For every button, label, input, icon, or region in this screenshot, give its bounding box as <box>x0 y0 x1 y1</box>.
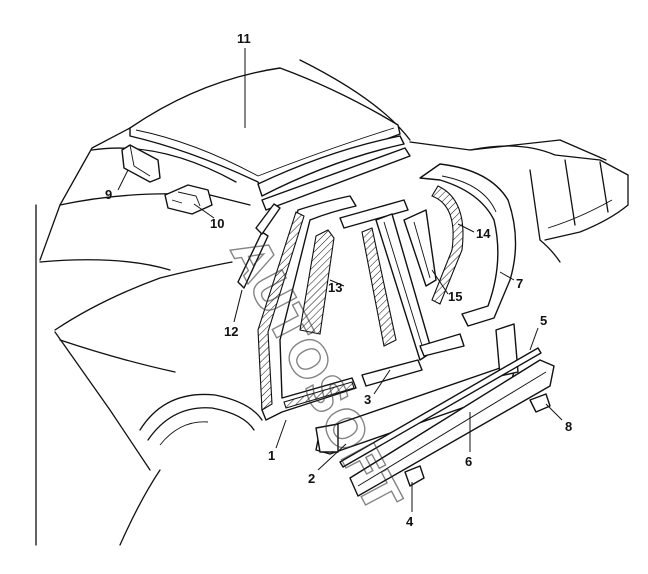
bracket-part-9 <box>121 144 161 183</box>
callout-5: 5 <box>540 313 547 328</box>
callout-15: 15 <box>448 289 462 304</box>
outer-rocker-6 <box>349 359 555 497</box>
callout-11: 11 <box>237 31 251 46</box>
leader-lines <box>117 48 563 512</box>
callout-14: 14 <box>476 226 491 241</box>
b-pillar-seal-13 <box>299 199 409 347</box>
callout-12: 12 <box>224 324 238 339</box>
rear-door-seal-14 <box>431 185 464 305</box>
roof-panel <box>129 67 405 197</box>
callout-10: 10 <box>210 216 224 231</box>
car-body-outline <box>35 59 629 546</box>
rocker-strip-5 <box>339 347 542 468</box>
callout-3: 3 <box>364 392 371 407</box>
callout-7: 7 <box>516 276 523 291</box>
b-pillar-3 <box>361 213 433 387</box>
callout-9: 9 <box>105 187 112 202</box>
clip-part-4 <box>404 465 425 487</box>
callout-1: 1 <box>268 448 275 463</box>
a-pillar-strip-12 <box>237 203 281 289</box>
callout-6: 6 <box>465 454 472 469</box>
callout-13: 13 <box>328 280 342 295</box>
rear-quarter-frame-7 <box>419 163 517 327</box>
inner-rocker-2 <box>315 323 519 455</box>
clip-part-8 <box>529 393 551 413</box>
roof-side-rail <box>261 147 411 211</box>
callout-8: 8 <box>565 419 572 434</box>
front-door-frame-1 <box>257 195 357 421</box>
bracket-part-10 <box>164 184 213 215</box>
callout-2: 2 <box>308 471 315 486</box>
inner-pillar-15 <box>403 209 437 287</box>
callout-4: 4 <box>406 514 414 529</box>
